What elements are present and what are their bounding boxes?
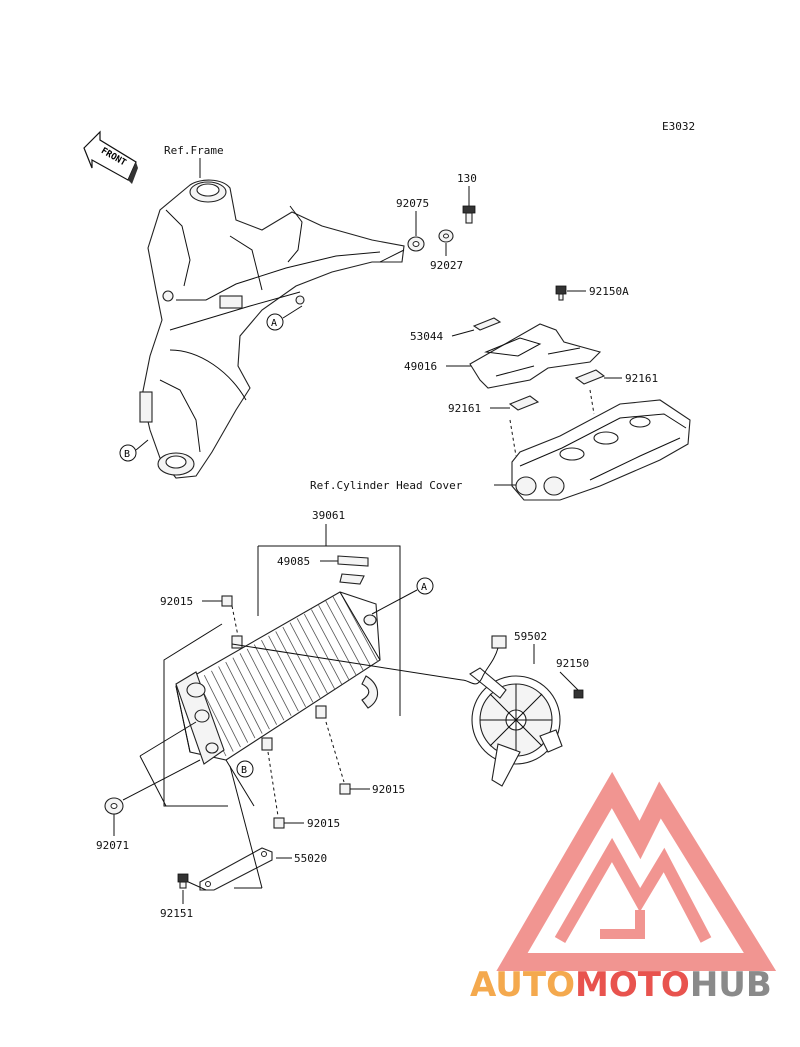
marker-a-frame: A <box>266 305 303 331</box>
marker-b-radiator: B <box>236 760 254 778</box>
bolt-130-icon <box>462 205 476 224</box>
duct-49016-illustration <box>469 323 602 389</box>
watermark-auto: AUTO <box>470 965 575 1005</box>
marker-b-frame: B <box>119 439 149 462</box>
part-label-39061: 39061 <box>312 509 345 522</box>
pad-92161-right-icon <box>574 369 606 385</box>
part-label-92015-c: 92015 <box>307 817 340 830</box>
radiator-39061-illustration <box>175 591 381 765</box>
fan-59502-illustration <box>461 635 563 787</box>
collar-92027-icon <box>438 229 454 243</box>
part-label-92150A: 92150A <box>589 285 629 298</box>
part-label-55020: 55020 <box>294 852 327 865</box>
grommet-92071-icon <box>104 797 124 815</box>
bolt-92151-icon <box>177 873 189 889</box>
part-label-92150: 92150 <box>556 657 589 670</box>
part-label-49016: 49016 <box>404 360 437 373</box>
part-label-59502: 59502 <box>514 630 547 643</box>
cylinder-head-cover-illustration <box>511 399 691 501</box>
front-arrow-icon: FRONT <box>83 130 138 184</box>
screw-92150A-icon <box>555 285 567 301</box>
seal-49085-icon <box>337 555 369 585</box>
svg-text:A: A <box>271 318 277 329</box>
svg-text:A: A <box>421 582 427 593</box>
clip-92015-b-icon <box>339 783 351 795</box>
marker-a-radiator: A <box>371 577 434 615</box>
diagram-code: E3032 <box>662 120 695 133</box>
part-label-92075: 92075 <box>396 197 429 210</box>
svg-text:B: B <box>241 765 247 776</box>
pad-53044-icon <box>472 317 502 331</box>
watermark-hub: HUB <box>690 965 772 1005</box>
part-label-92161-right: 92161 <box>625 372 658 385</box>
part-label-92151: 92151 <box>160 907 193 920</box>
part-label-92071: 92071 <box>96 839 129 852</box>
part-label-92015-b: 92015 <box>372 783 405 796</box>
watermark-text: AUTOMOTOHUB <box>470 965 772 1005</box>
clip-92015-a-icon <box>221 595 233 607</box>
part-label-92015-a: 92015 <box>160 595 193 608</box>
part-label-53044: 53044 <box>410 330 443 343</box>
part-label-92161-left: 92161 <box>448 402 481 415</box>
frame-illustration <box>139 179 405 479</box>
ref-cylinder-head-cover-label: Ref.Cylinder Head Cover <box>310 479 463 492</box>
clip-92015-c-icon <box>273 817 285 829</box>
part-label-92027: 92027 <box>430 259 463 272</box>
automotohub-logo <box>496 771 777 971</box>
watermark-moto: MOTO <box>575 965 690 1005</box>
part-label-130: 130 <box>457 172 477 185</box>
ref-frame-label: Ref.Frame <box>164 144 224 157</box>
pad-92161-left-icon <box>508 395 540 411</box>
part-label-49085: 49085 <box>277 555 310 568</box>
grommet-92075-icon <box>407 236 425 252</box>
logo-triangle <box>496 771 777 971</box>
svg-text:B: B <box>124 449 130 460</box>
bolt-92150-icon <box>573 689 584 699</box>
